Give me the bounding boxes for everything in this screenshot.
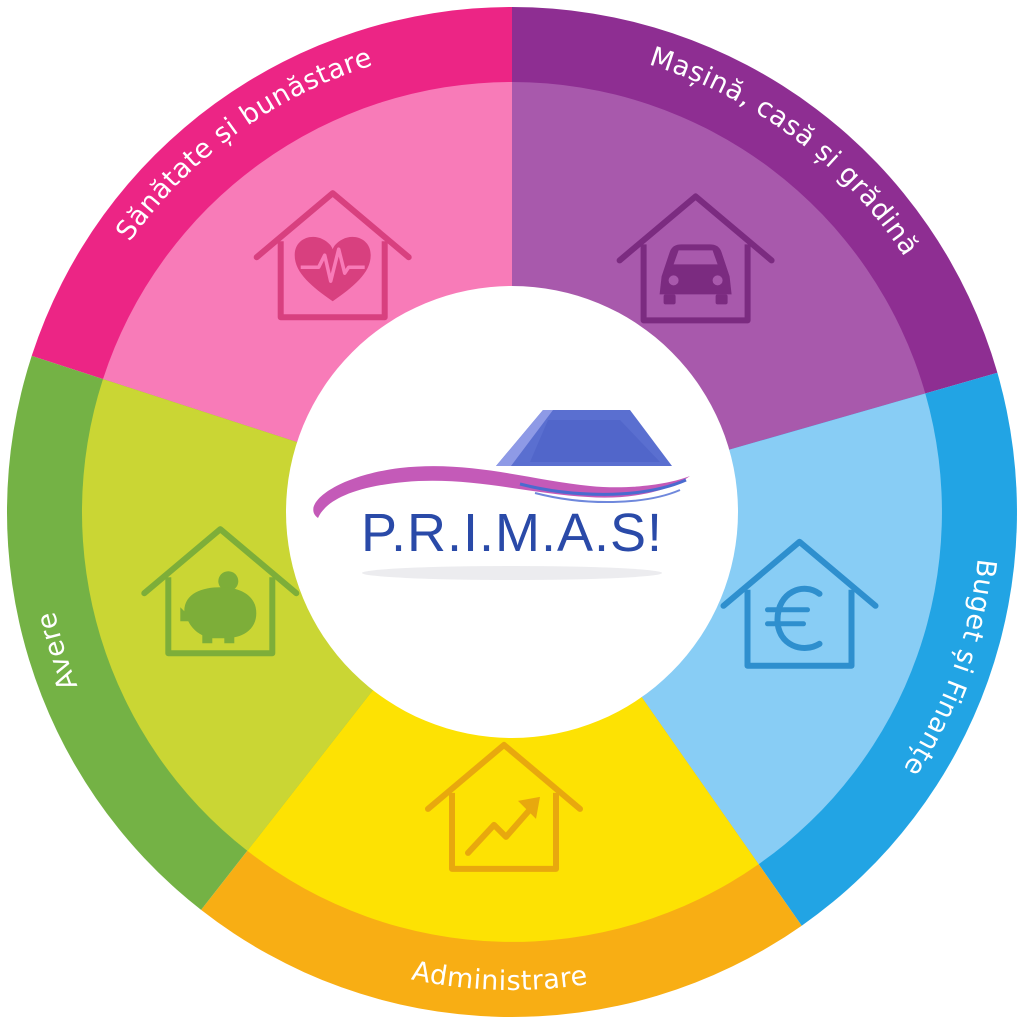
center-logo: P.R.I.M.A.S! (286, 286, 738, 738)
logo-swoosh (313, 466, 690, 518)
logo-circle (286, 286, 738, 738)
logo-text: P.R.I.M.A.S! (361, 503, 663, 563)
logo-wave (519, 478, 687, 496)
roof-icon (496, 410, 672, 466)
house-heart-icon (253, 190, 412, 321)
logo-shadow (362, 566, 662, 580)
house-car-icon (616, 193, 775, 324)
logo-wave-2 (534, 489, 681, 504)
house-piggybank-icon (141, 526, 300, 657)
house-euro-icon (720, 538, 879, 669)
house-chart-icon (425, 741, 583, 872)
